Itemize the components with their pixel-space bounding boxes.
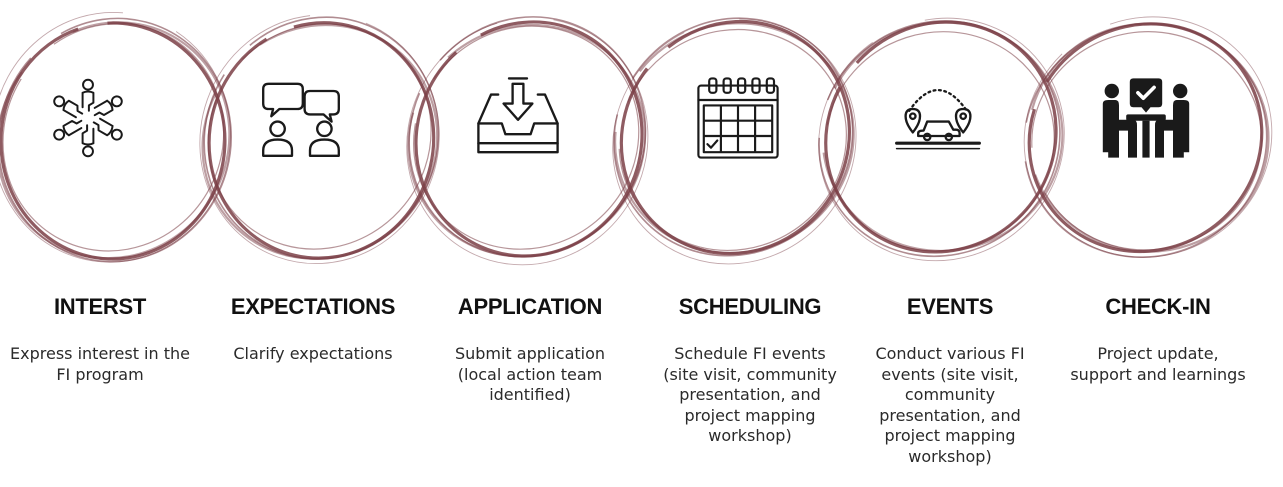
calendar-icon — [693, 73, 783, 163]
ring-stroke — [207, 21, 436, 260]
ring-stroke — [414, 20, 644, 258]
ring-3 — [406, 16, 649, 266]
ring-stroke — [1023, 16, 1273, 258]
speech-bubbles-icon — [256, 73, 346, 163]
meeting-checkin-icon — [1101, 73, 1191, 163]
ring-stroke — [199, 14, 440, 265]
ring-stroke — [818, 17, 1065, 262]
step-description: Submit application (local action team id… — [454, 344, 606, 404]
ring-stroke — [1031, 31, 1263, 251]
step-title: INTERST — [53, 294, 146, 319]
ring-6 — [1023, 16, 1273, 258]
ring-stroke — [0, 11, 231, 263]
ring-stroke — [618, 28, 847, 251]
step-description: Schedule FI events (site visit, communit… — [663, 344, 837, 445]
ring-stroke — [1027, 22, 1270, 253]
ring-stroke — [0, 21, 231, 260]
car-route-icon — [893, 73, 983, 163]
step-title: CHECK-IN — [1105, 294, 1211, 319]
ring-stroke — [407, 23, 647, 258]
inbox-tray-icon — [473, 73, 563, 163]
step-title: EXPECTATIONS — [230, 294, 396, 319]
ring-1 — [0, 11, 232, 263]
people-circle-icon — [43, 73, 133, 163]
step-description: Conduct various FI events (site visit, c… — [875, 344, 1025, 466]
ring-stroke — [614, 22, 855, 254]
step-title: APPLICATION — [457, 294, 603, 319]
step-description: Clarify expectations — [233, 344, 393, 363]
ring-stroke — [413, 25, 640, 250]
ring-stroke — [201, 23, 439, 260]
step-description: Project update, support and learnings — [1070, 344, 1246, 384]
step-title: SCHEDULING — [678, 294, 822, 319]
ring-stroke — [612, 18, 857, 265]
step-title: EVENTS — [906, 294, 994, 319]
ring-4 — [612, 17, 857, 265]
step-description: Express interest in the FI program — [10, 344, 190, 384]
ring-5 — [818, 17, 1065, 262]
ring-stroke — [1027, 22, 1264, 254]
ring-stroke — [821, 21, 1064, 253]
ring-layer — [0, 11, 1273, 266]
